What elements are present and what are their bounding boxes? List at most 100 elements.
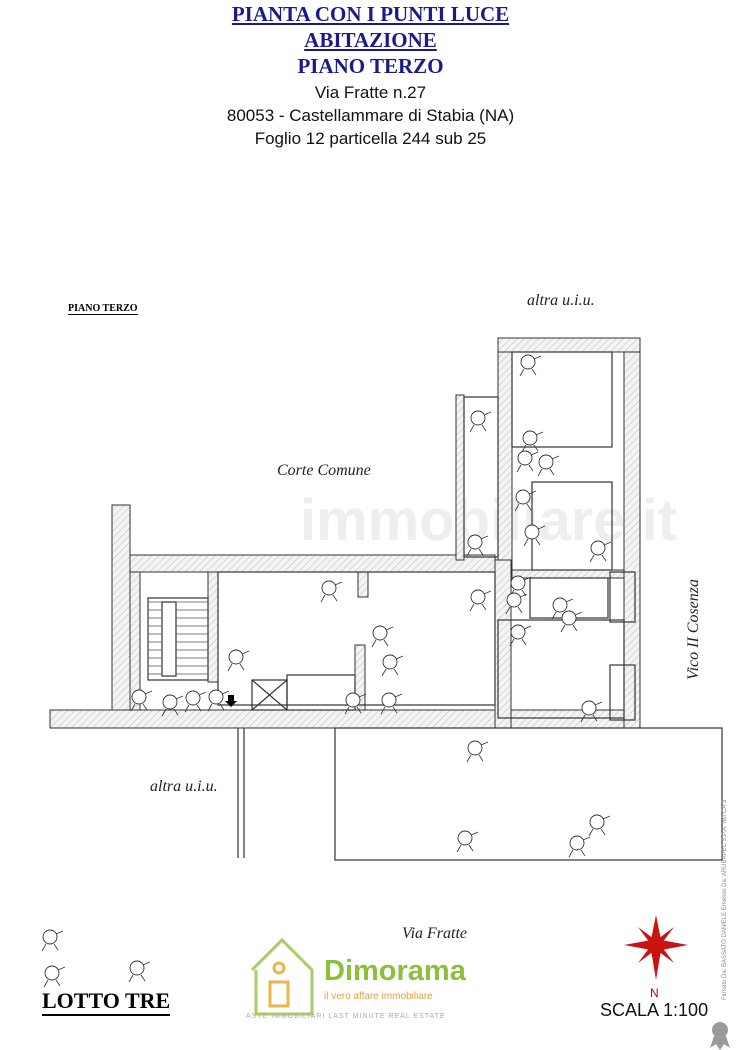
label-street-right: Vico II Cosenza (685, 578, 702, 680)
light-wire (142, 703, 148, 711)
light-wire (380, 706, 386, 715)
ceiling-light-icon (510, 575, 526, 591)
light-wire (43, 979, 49, 988)
ceiling-light-icon (538, 454, 554, 470)
light-wire (574, 611, 583, 616)
light-wire (521, 638, 527, 646)
light-wire (521, 444, 527, 453)
ceiling-light-icon (517, 450, 533, 466)
light-wire (537, 525, 546, 530)
light-wire (516, 464, 522, 473)
light-wire (481, 603, 487, 611)
light-wire (480, 741, 489, 746)
light-wire (456, 844, 462, 853)
light-wire (221, 690, 230, 695)
brand-name: Dimorama (324, 955, 466, 987)
cadastral-reference: Foglio 12 particella 244 sub 25 (254, 129, 487, 148)
light-wire (533, 444, 539, 452)
light-wire (565, 598, 574, 603)
light-wire (395, 655, 404, 660)
light-wire (241, 650, 250, 655)
light-wire (580, 714, 586, 723)
ceiling-light-icon (589, 814, 605, 830)
light-wire (356, 706, 362, 714)
ceiling-light-icon (520, 354, 536, 370)
light-wire (528, 490, 537, 495)
ceiling-light-icon (470, 589, 486, 605)
ceiling-light-icon (524, 524, 540, 540)
light-wire (601, 554, 607, 562)
light-wire (142, 961, 151, 966)
floor-label: PIANO TERZO (68, 303, 138, 315)
ceiling-light-icon (345, 692, 361, 708)
ceiling-light-icon (522, 430, 538, 446)
light-wire (140, 974, 146, 982)
light-wire (509, 638, 515, 647)
north-label: N (650, 986, 659, 1000)
light-wire (130, 703, 136, 712)
ceiling-light-icon (467, 740, 483, 756)
ceiling-light-icon (185, 690, 201, 706)
light-wire (466, 754, 472, 763)
light-wire (535, 431, 544, 436)
ceiling-light-icon (42, 929, 58, 945)
ceiling-light-icon (470, 410, 486, 426)
label-courtyard: Corte Comune (277, 462, 371, 479)
light-wire (523, 538, 529, 547)
light-wire (592, 714, 598, 722)
light-wire (57, 966, 66, 971)
ceiling-light-icon (372, 625, 388, 641)
ceiling-light-icon (44, 965, 60, 981)
light-wire (227, 663, 233, 672)
label-street-bottom: Via Fratte (402, 925, 468, 942)
light-wire (519, 368, 525, 377)
light-wire (173, 708, 179, 716)
light-wire (161, 708, 167, 717)
light-points (41, 354, 612, 988)
ceiling-light-icon (569, 835, 585, 851)
light-wire (466, 548, 472, 557)
light-wire (481, 424, 487, 432)
light-wire (219, 703, 225, 711)
light-wire (551, 455, 560, 460)
light-wire (394, 693, 403, 698)
light-wire (53, 943, 59, 951)
light-wire (589, 554, 595, 563)
ceiling-light-icon (515, 489, 531, 505)
ceiling-light-icon (382, 654, 398, 670)
light-wire (603, 541, 612, 546)
light-wire (469, 603, 475, 612)
light-wire (580, 849, 586, 857)
light-wire (320, 594, 326, 603)
light-wire (600, 828, 606, 836)
light-wire (344, 706, 350, 715)
light-wire (505, 606, 511, 615)
light-wire (535, 538, 541, 546)
light-wire (514, 503, 520, 512)
light-wire (572, 624, 578, 632)
ceiling-light-icon (208, 689, 224, 705)
light-wire (549, 468, 555, 476)
light-wire (478, 548, 484, 556)
light-wire (478, 754, 484, 762)
scale-label: SCALA 1:100 (600, 1000, 709, 1020)
ceiling-light-icon (581, 700, 597, 716)
light-wire (523, 576, 532, 581)
light-wire (537, 468, 543, 477)
dimorama-logo-icon (250, 937, 314, 1016)
light-wire (198, 691, 207, 696)
light-wire (526, 503, 532, 511)
light-wire (332, 594, 338, 602)
light-wire (588, 828, 594, 837)
light-wire (468, 844, 474, 852)
ceiling-light-icon (552, 597, 568, 613)
address-city: 80053 - Castellammare di Stabia (NA) (226, 106, 515, 125)
light-wire (531, 368, 537, 376)
light-wire (530, 451, 539, 456)
title-line-3: PIANO TERZO (297, 54, 444, 78)
light-wire (334, 581, 343, 586)
light-wire (483, 411, 492, 416)
ceiling-light-icon (162, 694, 178, 710)
light-wire (602, 815, 611, 820)
